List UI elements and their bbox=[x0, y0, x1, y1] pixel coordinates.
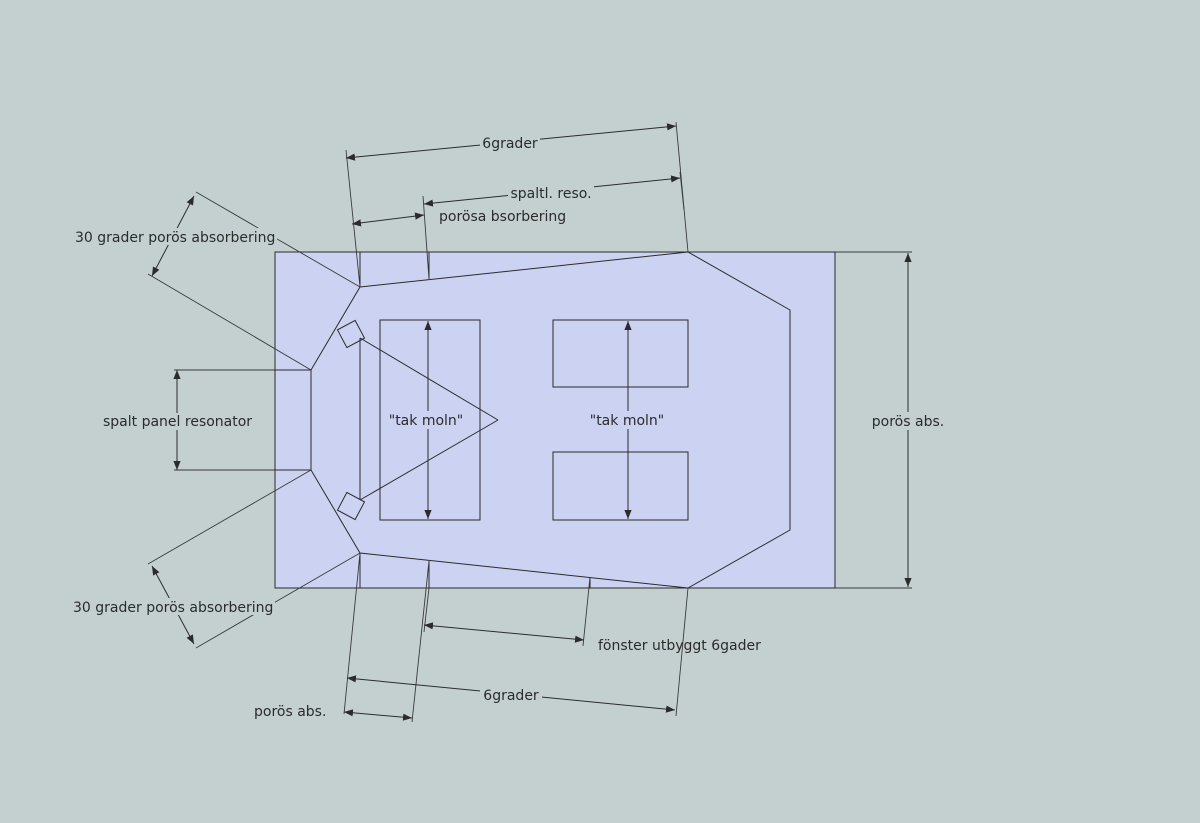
speaker-right bbox=[336, 491, 366, 521]
label-mask bbox=[386, 411, 470, 429]
extension-line bbox=[195, 191, 361, 288]
label-mask bbox=[508, 184, 594, 201]
extension-line bbox=[343, 552, 361, 715]
room-outline bbox=[274, 251, 836, 589]
label-mask bbox=[100, 413, 252, 430]
label-poros-abs-right: porös abs. bbox=[872, 414, 944, 430]
ceiling-cloud-left bbox=[379, 319, 481, 521]
label-tak-moln-left: "tak moln" bbox=[389, 413, 463, 429]
label-spalt-panel-resonator: spalt panel resonator bbox=[103, 414, 252, 430]
label-6grader-top: 6grader bbox=[482, 136, 538, 152]
label-30grader-top: 30 grader porös absorbering bbox=[75, 230, 275, 246]
label-fonster: fönster utbyggt 6gader bbox=[598, 638, 761, 654]
label-spaltl-reso: spaltl. reso. bbox=[510, 186, 591, 202]
label-6grader-bottom: 6grader bbox=[483, 688, 539, 704]
dimension-porosa-bsorbering bbox=[351, 212, 425, 227]
label-mask bbox=[586, 411, 670, 429]
label-tak-moln-right: "tak moln" bbox=[590, 413, 664, 429]
extension-line bbox=[422, 195, 430, 280]
extension-line bbox=[147, 273, 312, 371]
speaker-left bbox=[336, 319, 366, 349]
label-mask bbox=[480, 134, 540, 151]
dimension-fonster bbox=[423, 622, 585, 643]
extension-line bbox=[582, 576, 591, 647]
extension-line bbox=[147, 469, 312, 565]
label-porosa-bsorbering: porösa bsorbering bbox=[439, 209, 566, 225]
label-mask bbox=[70, 598, 275, 615]
ceiling-cloud-right-bottom bbox=[552, 451, 689, 521]
label-mask bbox=[72, 228, 277, 245]
label-30grader-bottom: 30 grader porös absorbering bbox=[73, 600, 273, 616]
extension-line bbox=[195, 552, 361, 649]
dimension-poros-abs-bottom bbox=[343, 709, 413, 721]
extension-line bbox=[679, 171, 685, 211]
label-mask bbox=[866, 412, 950, 430]
extension-line bbox=[675, 587, 689, 717]
label-mask bbox=[480, 686, 542, 703]
label-poros-abs-bottom: porös abs. bbox=[254, 704, 326, 720]
ceiling-cloud-right-top bbox=[552, 319, 689, 388]
